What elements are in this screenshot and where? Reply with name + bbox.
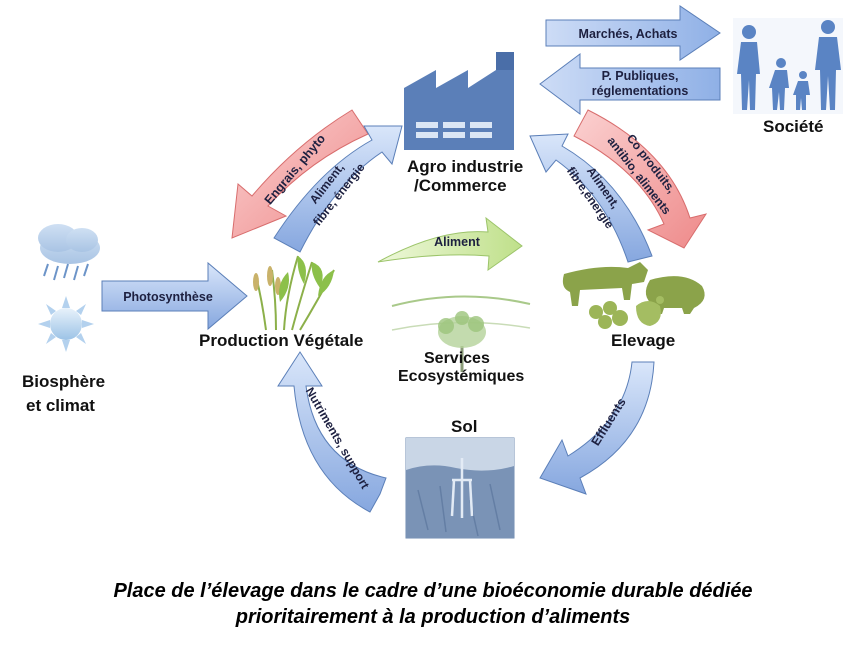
caption-line1: Place de l’élevage dans le cadre d’une b… (113, 580, 753, 602)
biosphere-label-line1: Biosphère (22, 372, 106, 391)
caption-line2: prioritairement à la production d’alimen… (235, 606, 631, 628)
production-vegetale-label: Production Végétale (199, 331, 364, 350)
biosphere-label-line2: et climat (26, 396, 95, 415)
photosynthese-label: Photosynthèse (123, 290, 213, 304)
factory-icon (404, 52, 514, 150)
marches-arrow: Marchés, Achats (545, 5, 721, 61)
livestock-icon (562, 262, 705, 329)
wheat-icon (253, 255, 335, 331)
caption: Place de l’élevage dans le cadre d’une b… (0, 578, 866, 630)
agro-industrie-label-line1: Agro industrie (407, 157, 524, 176)
publiques-label-line1: P. Publiques, (602, 69, 679, 83)
rain-cloud-icon (38, 224, 100, 281)
marches-label: Marchés, Achats (579, 27, 678, 41)
sun-icon (38, 296, 94, 352)
soil-photo (405, 437, 515, 539)
publiques-arrow: P. Publiques, réglementations (539, 53, 721, 115)
photosynthese-arrow: Photosynthèse (101, 261, 248, 331)
agro-industrie-label-line2: /Commerce (414, 176, 507, 195)
publiques-label-line2: réglementations (592, 84, 689, 98)
societe-label: Société (763, 117, 824, 136)
sol-label: Sol (451, 417, 478, 436)
aliment-center-label: Aliment (434, 235, 481, 249)
ecosystem-tree-icon (391, 295, 531, 372)
elevage-label: Elevage (611, 331, 676, 350)
nutriments-arrow: Nutriments, support (277, 351, 387, 513)
services-label-line1: Services (424, 350, 490, 367)
family-icon (733, 18, 843, 114)
aliment-center-arrow: Aliment (377, 216, 523, 272)
effluents-arrow: Effluents (539, 361, 655, 495)
services-label-line2: Ecosystémiques (398, 368, 525, 385)
